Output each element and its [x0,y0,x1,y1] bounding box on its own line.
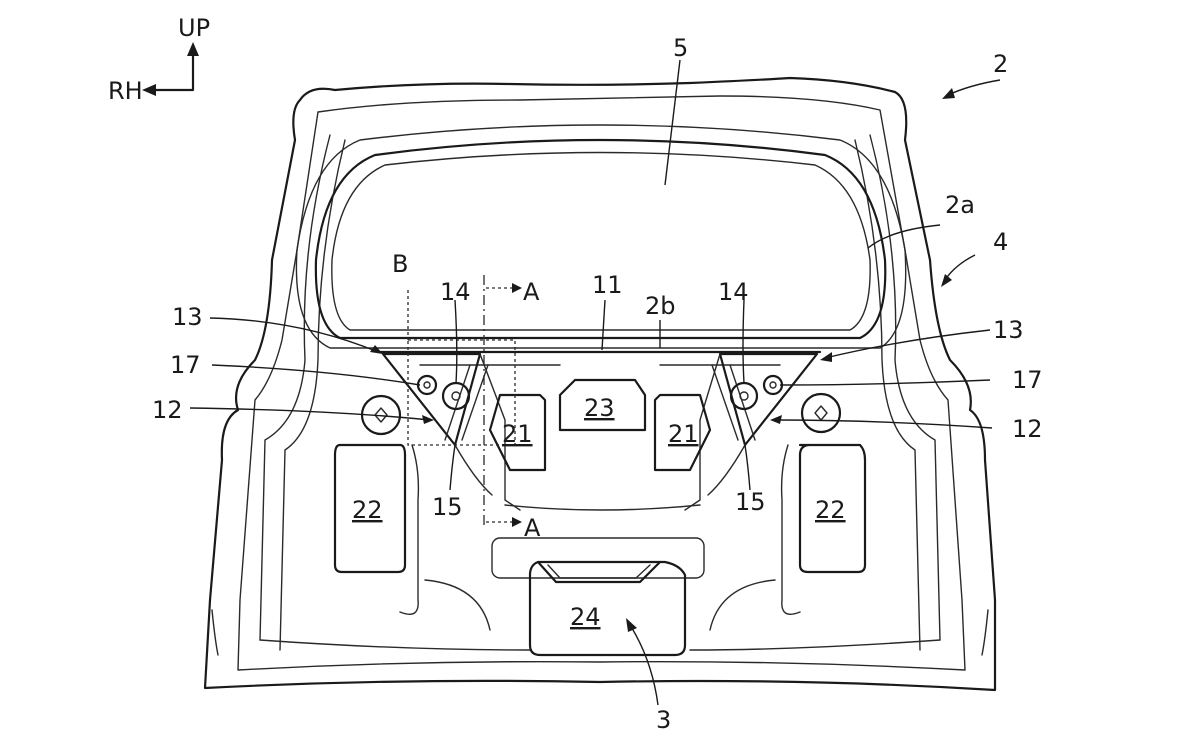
detail-markers [407,275,522,527]
rear-window [295,124,907,349]
rh-label: RH [108,77,143,105]
pad-22-right [798,443,867,574]
label-21-right: 21 [668,420,699,448]
label-17-left: 17 [170,351,201,379]
left-bracket [381,352,521,511]
pad-23 [558,378,647,432]
panel-contour [504,504,701,511]
pad-21-right [653,393,712,472]
pad-22-left [333,443,407,574]
label-a-bottom: A [524,514,541,542]
label-22-right: 22 [815,496,846,524]
label-12-right: 12 [1012,415,1043,443]
label-5: 5 [673,34,688,62]
panel-arcs [424,579,776,631]
pad-21-left [488,393,547,472]
label-17-right: 17 [1012,366,1043,394]
pad-22-right-edge [780,444,801,615]
label-11: 11 [592,271,623,299]
label-14-left: 14 [440,278,471,306]
label-b: B [392,250,408,278]
label-3: 3 [656,706,671,734]
direction-indicator: UP RH [108,14,210,105]
right-bracket [684,352,819,511]
pad-22-left-edge [399,444,420,615]
tailgate-outline [203,76,997,692]
label-a-top: A [523,278,540,306]
label-4: 4 [993,228,1008,256]
label-21-left: 21 [502,420,533,448]
pad-24 [528,560,687,657]
label-12-left: 12 [152,396,183,424]
label-2a: 2a [945,191,975,219]
label-2: 2 [993,50,1008,78]
label-23: 23 [584,394,615,422]
leader-lines [189,59,1001,706]
label-15-right: 15 [735,488,766,516]
label-14-right: 14 [718,278,749,306]
reference-labels: 2 2a 4 5 B A A 14 14 11 2b 13 13 17 17 1… [152,34,1043,734]
label-22-left: 22 [352,496,383,524]
label-24: 24 [570,603,601,631]
label-13-right: 13 [993,316,1024,344]
pads [333,378,867,657]
label-2b: 2b [645,292,676,320]
label-15-left: 15 [432,493,463,521]
cross-beam [378,350,822,366]
label-13-left: 13 [172,303,203,331]
up-label: UP [178,14,210,42]
